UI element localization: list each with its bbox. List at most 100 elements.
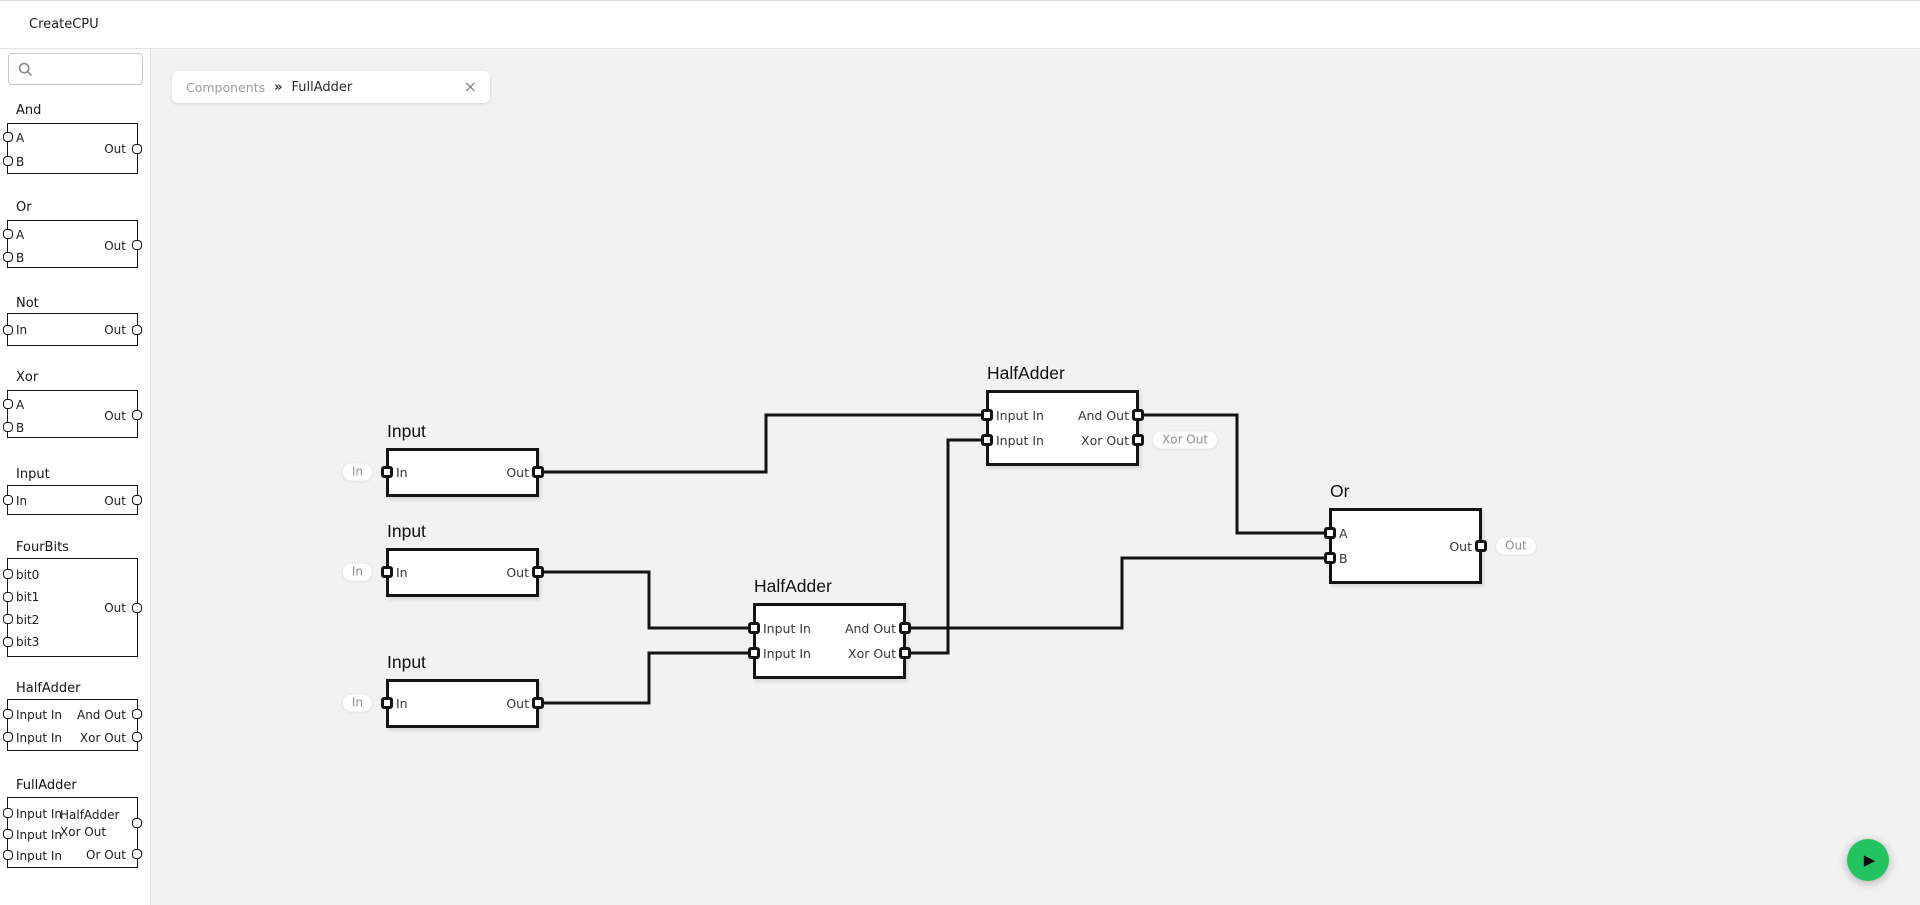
output-pin-label: Out (104, 601, 126, 615)
input-pin-label: Input In (996, 432, 1044, 448)
app-title: CreateCPU (29, 17, 99, 32)
input-pin-label: A (1339, 525, 1348, 541)
search-box[interactable] (8, 53, 143, 85)
output-pin (132, 709, 142, 719)
output-pin-label: And Out (1077, 407, 1129, 423)
input-pin-label: In (396, 695, 408, 711)
output-pin[interactable] (532, 566, 544, 578)
input-pin (3, 709, 13, 719)
wire[interactable] (1138, 413, 1330, 535)
input-pin (3, 422, 13, 432)
input-pin-label: Input In (16, 806, 63, 821)
input-pin[interactable] (748, 622, 760, 634)
output-pin-label: Out (506, 464, 529, 480)
tab-close-button[interactable]: × (463, 77, 477, 96)
output-pin[interactable] (532, 697, 544, 709)
input-pin (3, 829, 13, 839)
output-pin-label: Out (104, 323, 126, 337)
input-pin (3, 324, 13, 335)
input-badge[interactable]: In (341, 462, 373, 482)
input-pin-label: bit0 (16, 567, 40, 582)
input-pin-label: Input In (763, 645, 811, 661)
search-input[interactable] (39, 62, 142, 76)
output-pin-label: Xor Out (1081, 432, 1129, 448)
input-pin (3, 156, 13, 166)
input-pin[interactable] (381, 566, 393, 578)
output-pin-label: Out (1449, 538, 1472, 554)
wire[interactable] (905, 438, 987, 655)
input-pin-label: B (1339, 550, 1348, 566)
output-pin[interactable] (899, 647, 911, 659)
input-badge[interactable]: In (341, 693, 373, 713)
input-pin (3, 399, 13, 409)
input-pin (3, 132, 13, 142)
input-pin-label: A (16, 397, 25, 412)
input-pin[interactable] (748, 647, 760, 659)
input-pin (3, 229, 13, 239)
component-label: FullAdder (16, 778, 77, 793)
output-pin[interactable] (899, 622, 911, 634)
input-pin[interactable] (1324, 552, 1336, 564)
breadcrumb-item-components[interactable]: Components (186, 79, 266, 95)
wire[interactable] (539, 570, 754, 630)
input-pin-label: Input In (16, 707, 63, 722)
output-pin[interactable] (1475, 540, 1487, 552)
input-pin (3, 850, 13, 860)
node-title: Input (387, 521, 426, 541)
input-pin (3, 252, 13, 262)
wire[interactable] (539, 651, 754, 705)
input-pin (3, 636, 13, 647)
input-pin-label: Input In (763, 620, 811, 636)
output-pin-label: Out (104, 408, 126, 423)
component-label: HalfAdder (16, 681, 81, 696)
output-pin (132, 732, 142, 742)
input-pin[interactable] (381, 697, 393, 709)
output-pin[interactable] (532, 466, 544, 478)
input-pin[interactable] (1324, 527, 1336, 539)
input-pin[interactable] (981, 409, 993, 421)
input-pin-label: Input In (16, 827, 63, 842)
wires-layer (539, 413, 1330, 705)
input-pin-label: bit2 (16, 612, 40, 627)
input-pin[interactable] (381, 466, 393, 478)
output-pin-label: Out (104, 142, 126, 156)
input-pin-label: Input In (996, 407, 1044, 423)
search-icon (18, 62, 32, 76)
input-pin-label: A (16, 227, 25, 242)
output-pin (132, 495, 142, 505)
component-label: Or (16, 200, 32, 215)
app-header: CreateCPU (0, 1, 1920, 49)
run-button[interactable]: ▶ (1847, 839, 1889, 881)
play-icon: ▶ (1863, 851, 1876, 869)
wire[interactable] (539, 413, 987, 474)
output-badge: Out (1495, 536, 1537, 556)
wire[interactable] (905, 556, 1330, 630)
input-badge[interactable]: In (341, 562, 373, 582)
breadcrumb-tab[interactable]: Components » FullAdder × (172, 71, 490, 103)
input-pin-label: A (16, 130, 25, 145)
output-pin-label: Out (506, 564, 529, 580)
output-pin[interactable] (1132, 434, 1144, 446)
input-pin-label: bit1 (16, 590, 40, 604)
input-pin-label: B (16, 154, 25, 169)
input-pin (3, 808, 13, 818)
output-pin-label: Out (506, 695, 529, 711)
output-pin[interactable] (1132, 409, 1144, 421)
input-pin[interactable] (981, 434, 993, 446)
output-pin-label: Xor Out (848, 645, 896, 661)
